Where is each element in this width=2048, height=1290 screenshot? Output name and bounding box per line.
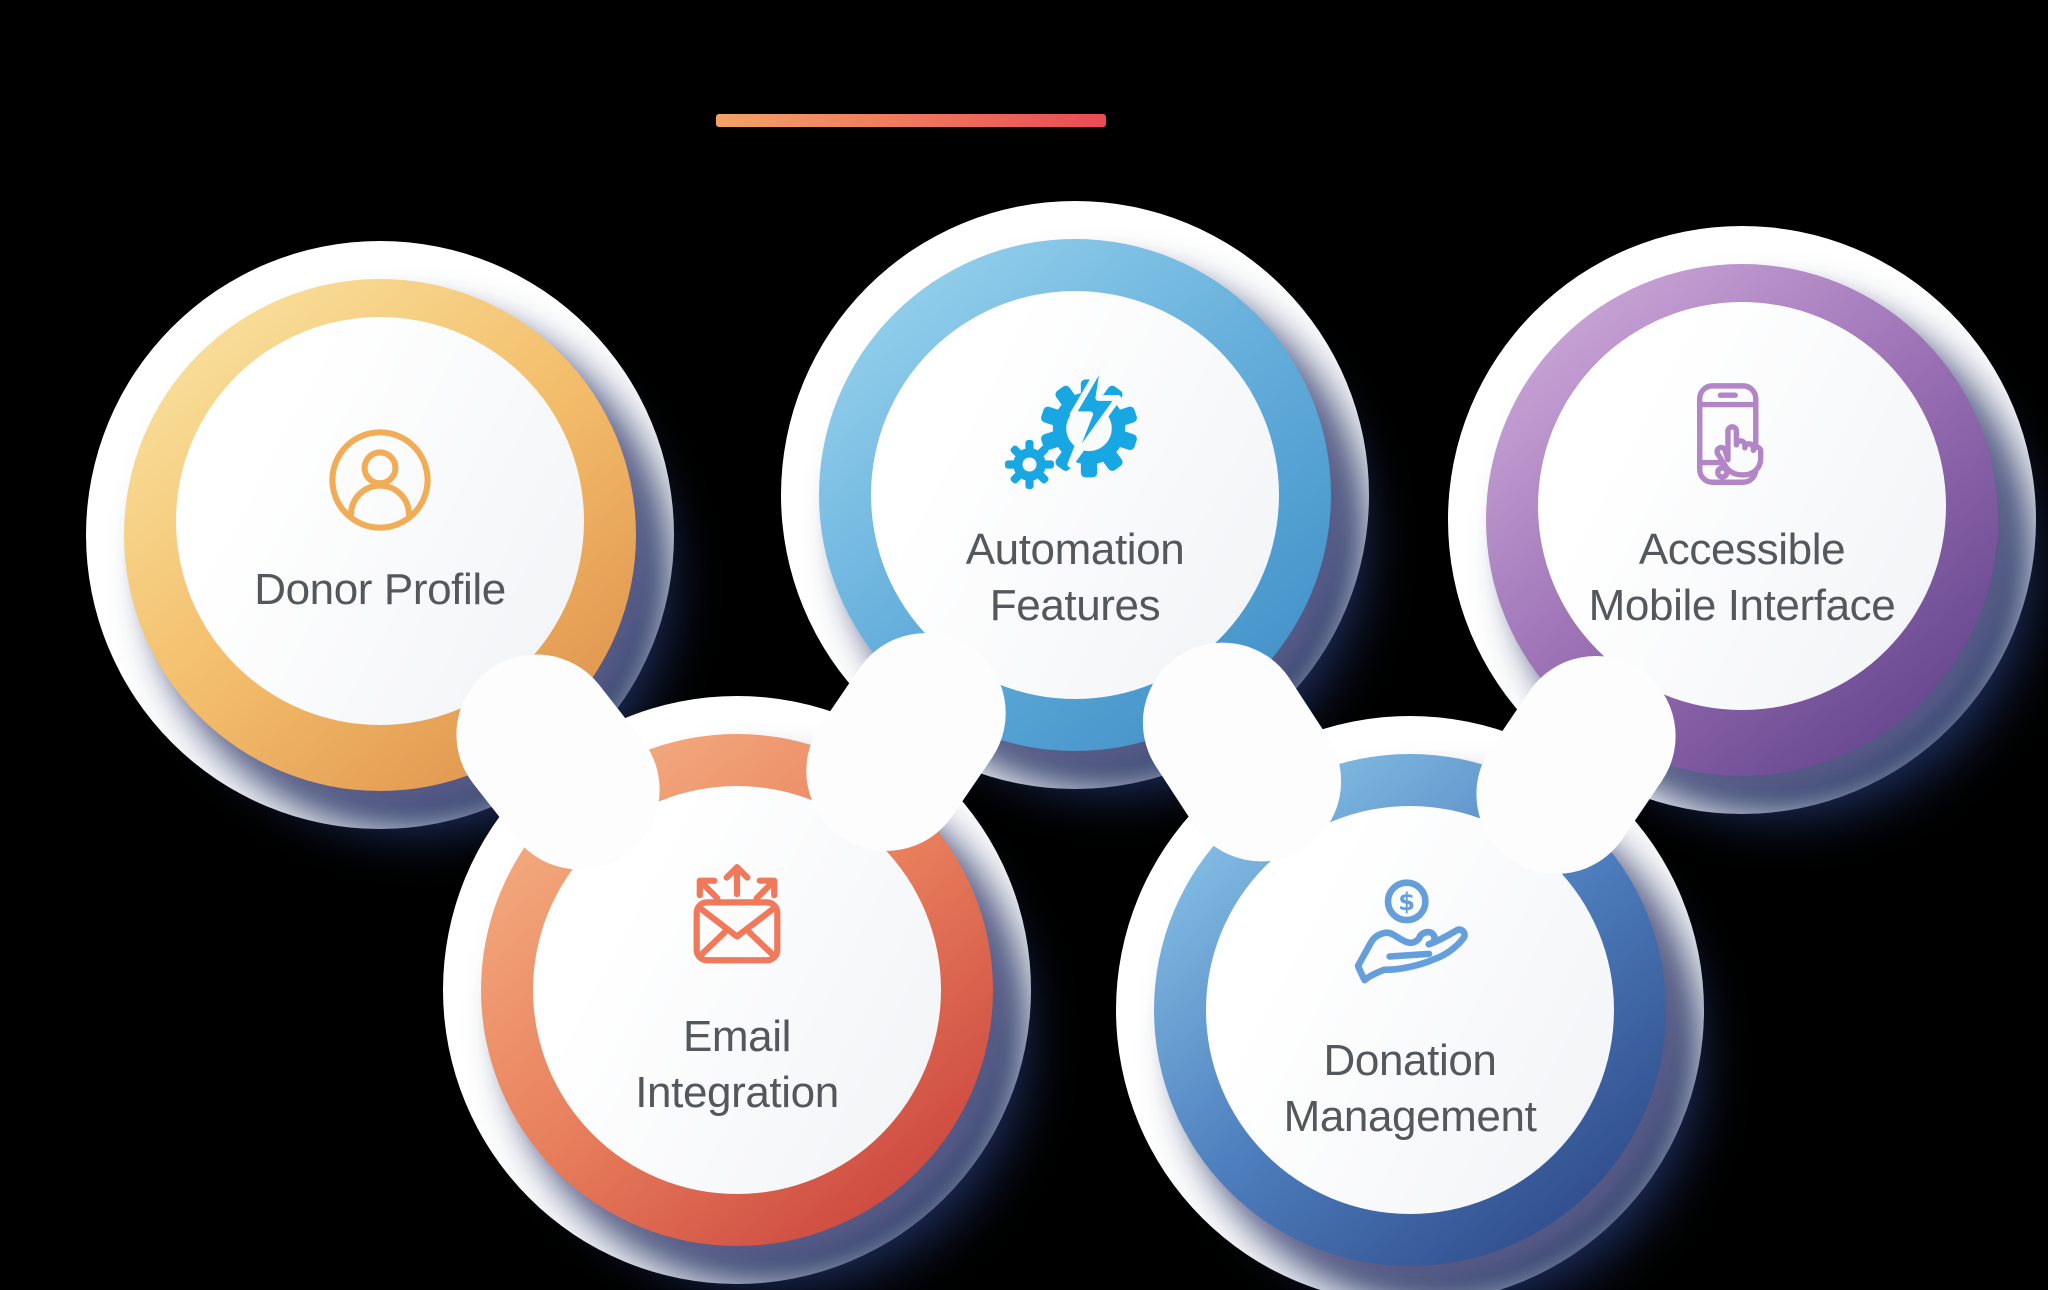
bubble-inner: $ Donation Management — [1206, 806, 1614, 1214]
mobile-touch-icon — [1697, 383, 1764, 486]
hand-coin-icon: $ — [1354, 879, 1468, 984]
user-icon — [329, 429, 431, 531]
divider-line — [716, 114, 1106, 127]
svg-text:$: $ — [1398, 888, 1415, 916]
bubble-label: Email Integration — [635, 1012, 839, 1117]
bubble-label: Donor Profile — [254, 565, 506, 615]
email-send-icon — [693, 864, 781, 964]
bubble-donor-profile: Donor Profile — [86, 241, 674, 829]
bubble-ring: Accessible Mobile Interface — [1486, 264, 1998, 776]
bubble-label: Donation Management — [1283, 1036, 1537, 1141]
bubble-label: Accessible Mobile Interface — [1588, 525, 1896, 630]
gear-lightning-icon — [1005, 357, 1137, 490]
bubble-ring: Donor Profile — [124, 279, 636, 791]
bubble-inner: Accessible Mobile Interface — [1538, 302, 1946, 710]
bubble-label: Automation Features — [965, 525, 1185, 630]
bubble-inner: Automation Features — [871, 291, 1279, 699]
